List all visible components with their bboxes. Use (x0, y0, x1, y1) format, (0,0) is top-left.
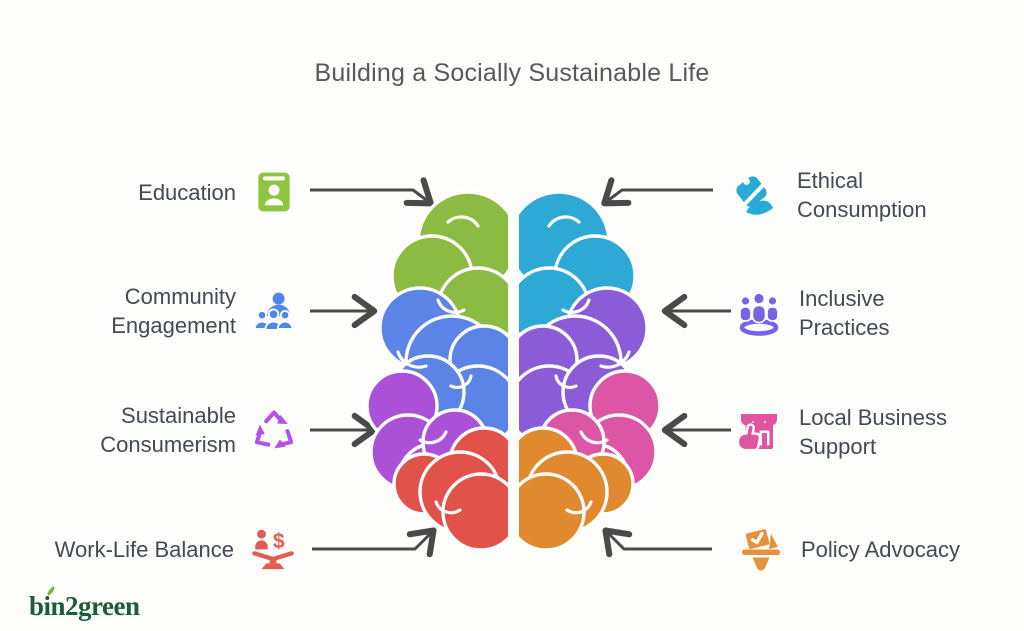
item-policy-advocacy: Policy Advocacy (736, 522, 960, 576)
recycle-arrows-icon (254, 410, 294, 449)
connector-arrows (310, 177, 731, 558)
work-life-balance-label: Work-Life Balance (54, 536, 234, 562)
ethical-consumption-label: Ethical Consumption (797, 168, 927, 222)
sustainable-consumerism-label: Sustainable Consumerism (100, 403, 236, 457)
item-inclusive-practices: Inclusive Practices (734, 284, 889, 342)
bin2green-logo: bin2green (29, 586, 140, 622)
policy-advocacy-label: Policy Advocacy (801, 536, 960, 562)
brand-name: bin2green (29, 591, 140, 621)
arrow-policy-advocacy (602, 527, 712, 558)
storefront-thumb-icon (736, 414, 777, 452)
brain-folds-right (547, 215, 631, 515)
community-engagement-label: Community Engagement (111, 284, 236, 338)
item-community-engagement: Community Engagement (0, 279, 297, 343)
arrow-education (310, 177, 434, 207)
brain-right-hemisphere (519, 190, 662, 552)
local-business-support-label: Local Business Support (799, 405, 947, 459)
arrow-work-life-balance (312, 527, 437, 558)
ballot-box-icon (742, 529, 780, 571)
dollar-glyph: $ (273, 530, 285, 553)
item-local-business-support: Local Business Support (734, 403, 947, 461)
arrow-ethical-consumption (601, 177, 713, 207)
page-title: Building a Socially Sustainable Life (314, 59, 710, 87)
education-book-icon (258, 172, 290, 212)
inclusive-practices-label: Inclusive Practices (799, 286, 890, 340)
community-people-icon (253, 292, 294, 331)
item-education: Education (0, 166, 297, 218)
inclusive-group-icon (739, 292, 779, 336)
brain-region-work-life (392, 426, 508, 552)
brain-left-hemisphere (365, 190, 508, 552)
education-label: Education (138, 179, 236, 205)
brain-region-policy (519, 426, 635, 552)
brain-folds-left (396, 215, 480, 515)
item-sustainable-consumerism: Sustainable Consumerism (0, 398, 297, 462)
item-ethical-consumption: Ethical Consumption (732, 166, 927, 224)
price-tag-hand-icon (736, 176, 773, 215)
item-work-life-balance: Work-Life Balance $ (0, 522, 297, 576)
balance-scale-icon: $ (252, 529, 294, 570)
